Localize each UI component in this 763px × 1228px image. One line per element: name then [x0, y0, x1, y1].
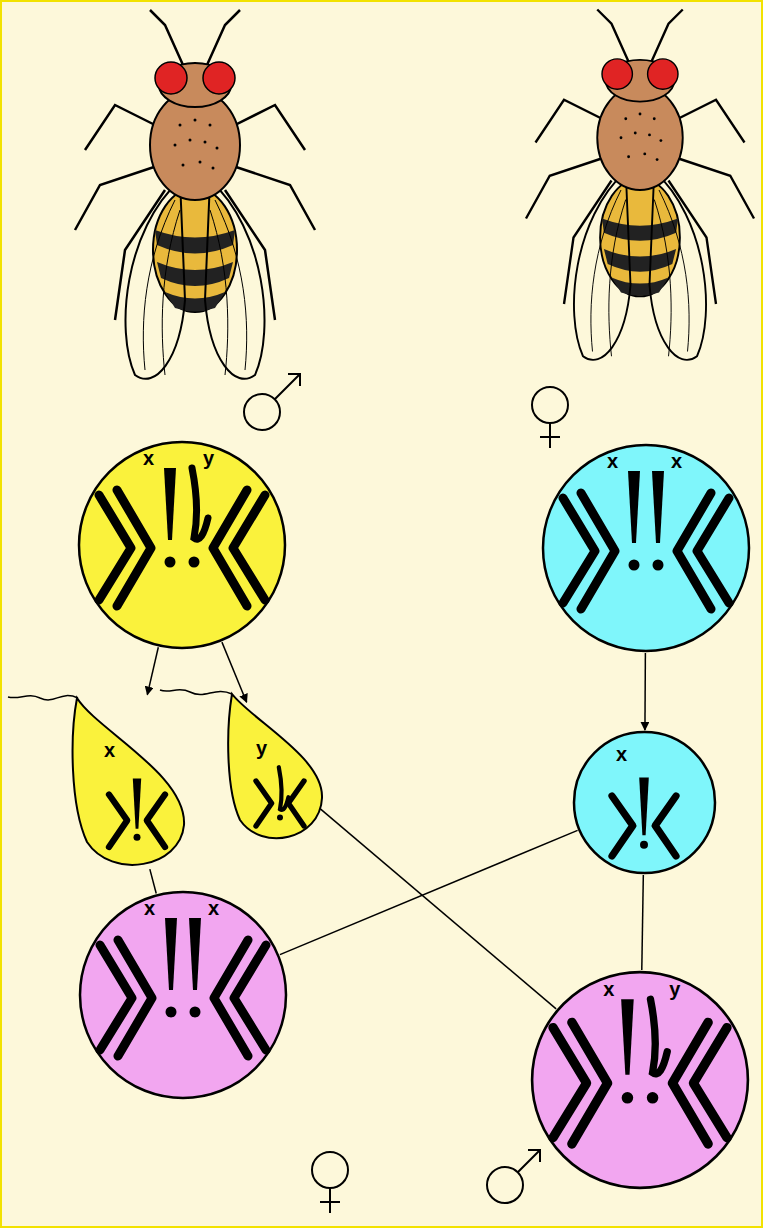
chromosome-label: y: [256, 738, 267, 758]
cell-outline: [541, 443, 751, 653]
chromosome-label: x: [208, 898, 219, 918]
connector: [222, 642, 247, 702]
chromosome-label: y: [203, 448, 214, 468]
chromosome-label: x: [671, 451, 682, 471]
connector: [644, 653, 646, 730]
connector: [642, 875, 644, 970]
cell-node: xx: [78, 890, 288, 1100]
cell-outline: [222, 690, 327, 850]
cell-node: xy: [530, 970, 750, 1190]
chromosome-label: x: [603, 979, 614, 999]
chromosome-label: x: [616, 744, 627, 764]
connector: [280, 830, 578, 954]
cell-node: xx: [541, 443, 751, 653]
chromosome-label: y: [669, 979, 680, 999]
chromosome-label: x: [143, 448, 154, 468]
cell-outline: [78, 890, 288, 1100]
chromosome-label: x: [104, 740, 115, 760]
cell-node: x: [572, 730, 717, 875]
cell-node: xy: [77, 440, 287, 650]
connector: [320, 809, 556, 1009]
connector: [150, 869, 156, 893]
cell-outline: [530, 970, 750, 1190]
cell-node: x: [62, 690, 192, 875]
chromosome-label: x: [607, 451, 618, 471]
cell-outline: [62, 690, 192, 875]
chromosome-label: x: [144, 898, 155, 918]
cell-node: y: [222, 690, 327, 850]
cell-outline: [77, 440, 287, 650]
cell-outline: [572, 730, 717, 875]
connector: [147, 647, 158, 694]
